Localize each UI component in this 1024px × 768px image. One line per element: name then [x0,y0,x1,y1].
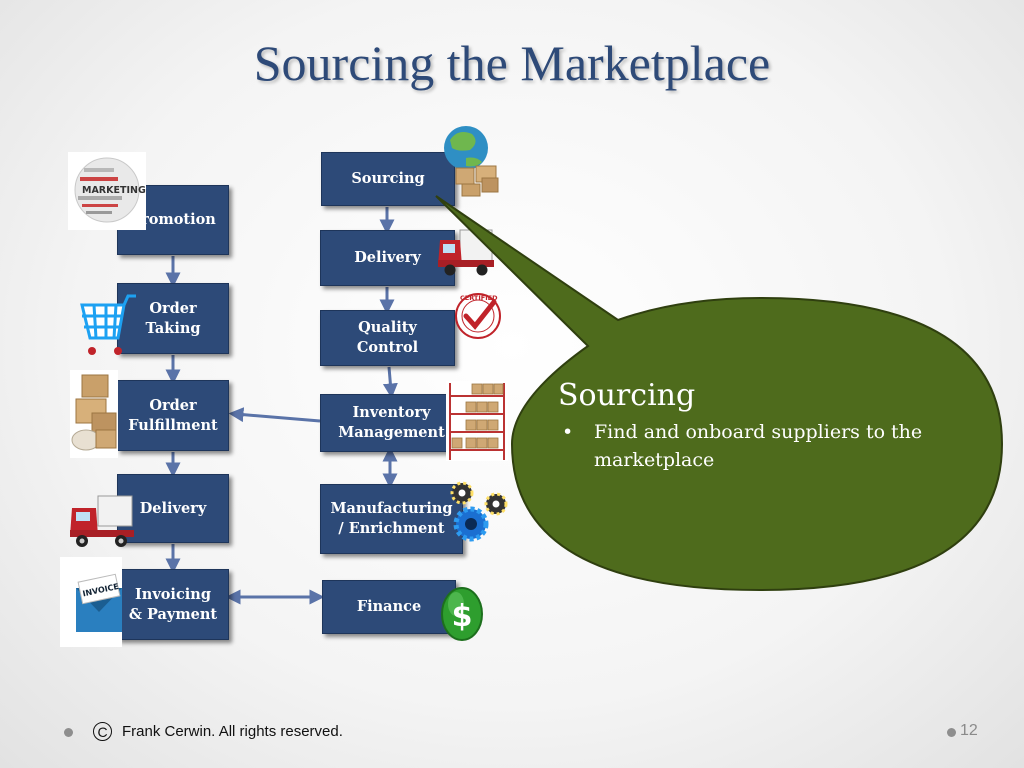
process-box-delivery-right: Delivery [320,230,455,286]
stamp-word-label: CERTIFIED [460,294,498,302]
speech-callout [435,195,1004,592]
invoice-envelope-icon: INVOICE [60,557,122,647]
process-box-manufacturing-enrichment: Manufacturing / Enrichment [320,484,463,554]
shopping-cart-icon [80,294,136,355]
arrow-quality-to-inventory [382,366,398,399]
packages-icon [70,370,118,458]
certified-stamp-icon: CERTIFIED [455,293,501,339]
marketing-word-globe-icon: MARKETING [68,152,146,230]
callout-bullet-text: Find and onboard suppliers to the market… [594,421,923,471]
process-box-invoicing-payment: Invoicing & Payment [117,569,229,640]
callout-heading: Sourcing [558,378,696,413]
globe-boxes-icon [444,126,499,197]
process-box-order-fulfillment: Order Fulfillment [117,380,229,451]
footer-dot-left [64,728,73,737]
marketing-word-label: MARKETING [82,185,146,196]
process-box-order-taking: Order Taking [117,283,229,354]
footer-dot-right [947,728,956,737]
process-box-quality-control: Quality Control [320,310,455,366]
process-box-inventory-management: Inventory Management [320,394,463,452]
slide-title: Sourcing the Marketplace [253,35,771,91]
callout-content: Sourcing • Find and onboard suppliers to… [558,376,958,474]
callout-bullet-item: • Find and onboard suppliers to the mark… [558,418,958,474]
copyright-text: Frank Cerwin. All rights reserved. [122,723,343,740]
dollar-glyph: $ [452,599,473,634]
process-box-delivery-left: Delivery [117,474,229,543]
dollar-sign-icon: $ [441,587,483,641]
copyright-symbol: C [93,722,112,741]
page-number: 12 [960,722,978,739]
arrow-inventory-to-fulfillment [228,407,321,423]
bullet-marker: • [562,421,574,443]
process-box-finance: Finance [322,580,456,634]
process-box-sourcing: Sourcing [321,152,455,206]
footer-copyright: C Frank Cerwin. All rights reserved. [93,722,343,741]
gears-icon [450,481,508,542]
warehouse-shelves-icon [446,381,508,461]
delivery-truck-icon [70,495,134,547]
